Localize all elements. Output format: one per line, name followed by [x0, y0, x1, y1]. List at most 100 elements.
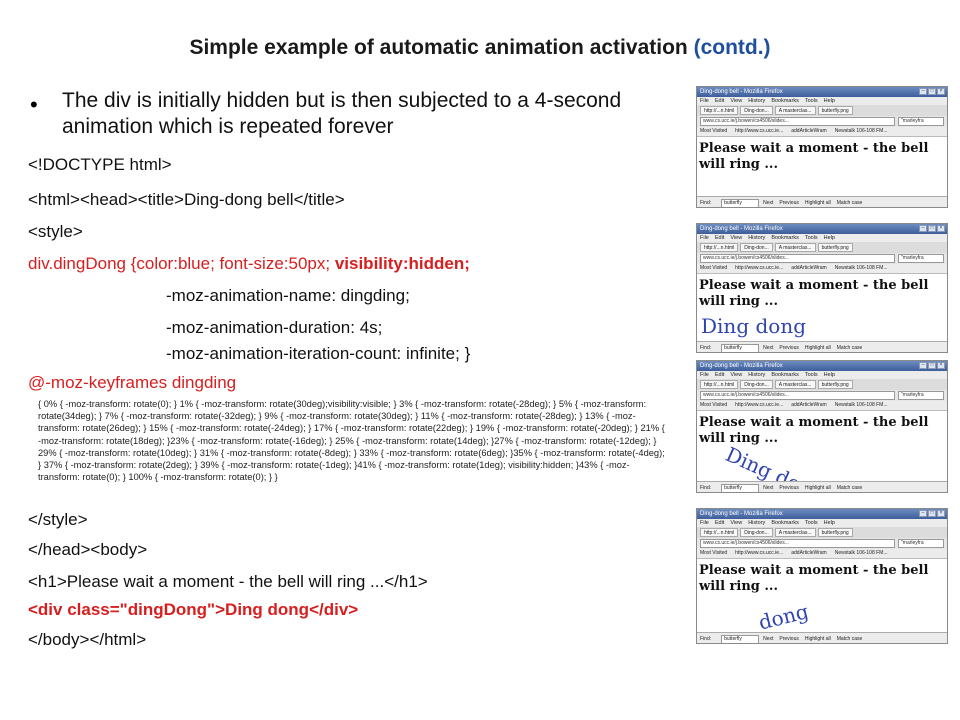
tab[interactable]: Ding-don... [740, 380, 773, 389]
close-icon[interactable]: × [937, 88, 945, 95]
code-line-style-open: <style> [28, 222, 83, 241]
maximize-icon[interactable]: □ [928, 88, 936, 95]
browser-titlebar: Ding-dong bell - Mozilla Firefox –□× [697, 87, 947, 97]
close-icon[interactable]: × [937, 510, 945, 517]
search-input[interactable]: "marleyfra [898, 254, 944, 263]
tab[interactable]: Ding-don... [740, 528, 773, 537]
code-line-div: <div class="dingDong">Ding dong</div> [28, 600, 359, 619]
code-div-rule-text: div.dingDong {color:blue; font-size:50px… [28, 254, 331, 273]
browser-urlbar: www.cs.ucc.ie/j.bowen/cs4506/slides..."m… [697, 538, 947, 549]
page-heading: Please wait a moment - the bell will rin… [699, 278, 929, 309]
tab[interactable]: Ding-don... [740, 243, 773, 252]
browser-urlbar: www.cs.ucc.ie/j.bowen/cs4506/slides..."m… [697, 390, 947, 401]
code-keyframes-body: { 0% { -moz-transform: rotate(0); } 1% {… [38, 399, 665, 483]
browser-screenshot-4: Ding-dong bell - Mozilla Firefox –□× Fil… [696, 508, 948, 644]
search-input[interactable]: "marleyfra [898, 391, 944, 400]
url-input[interactable]: www.cs.ucc.ie/j.bowen/cs4506/slides... [700, 254, 895, 263]
code-line-doctype: <!DOCTYPE html> [28, 155, 172, 174]
minimize-icon[interactable]: – [919, 362, 927, 369]
page-content: Please wait a moment - the bell will rin… [697, 411, 947, 481]
browser-urlbar: www.cs.ucc.ie/j.bowen/cs4506/slides..."m… [697, 253, 947, 264]
page-heading: Please wait a moment - the bell will rin… [699, 415, 929, 446]
code-visibility-hidden: visibility:hidden; [334, 254, 470, 273]
maximize-icon[interactable]: □ [928, 362, 936, 369]
code-line-body-close: </body></html> [28, 630, 147, 649]
tab[interactable]: Ding-don... [740, 106, 773, 115]
code-line-div-rule: div.dingDong {color:blue; font-size:50px… [28, 254, 470, 274]
code-line-keyframes: @-moz-keyframes dingding [28, 373, 237, 392]
page-content: Please wait a moment - the bell will rin… [697, 137, 947, 196]
code-line-animation-duration: -moz-animation-duration: 4s; [166, 318, 383, 337]
page-content: Please wait a moment - the bell will rin… [697, 274, 947, 341]
ding-dong-text-partial: dong [756, 599, 811, 632]
tab[interactable]: butterfly.png [817, 528, 853, 537]
search-input[interactable]: "marleyfra [898, 539, 944, 548]
browser-screenshot-1: Ding-dong bell - Mozilla Firefox –□× Fil… [696, 86, 948, 208]
maximize-icon[interactable]: □ [928, 510, 936, 517]
tab[interactable]: butterfly.png [817, 106, 853, 115]
code-line-h1: <h1>Please wait a moment - the bell will… [28, 572, 428, 591]
tab[interactable]: butterfly.png [817, 380, 853, 389]
tab[interactable]: http://...n.html [700, 528, 739, 537]
code-line-style-close: </style> [28, 510, 88, 529]
browser-screenshot-3: Ding-dong bell - Mozilla Firefox –□× Fil… [696, 360, 948, 493]
slide-title: Simple example of automatic animation ac… [0, 36, 960, 60]
page-heading: Please wait a moment - the bell will rin… [699, 141, 929, 172]
browser-screenshot-2: Ding-dong bell - Mozilla Firefox –□× Fil… [696, 223, 948, 353]
slide-title-contd: (contd.) [693, 36, 771, 59]
find-input[interactable]: butterfly [721, 634, 760, 643]
bullet-text: The div is initially hidden but is then … [62, 89, 622, 138]
page-content: Please wait a moment - the bell will rin… [697, 559, 947, 632]
browser-titlebar: Ding-dong bell - Mozilla Firefox –□× [697, 361, 947, 371]
url-input[interactable]: www.cs.ucc.ie/j.bowen/cs4506/slides... [700, 117, 895, 126]
bullet-dot: • [30, 92, 38, 117]
tab[interactable]: http://...n.html [700, 106, 739, 115]
minimize-icon[interactable]: – [919, 225, 927, 232]
ding-dong-text: Ding dong [701, 314, 806, 338]
url-input[interactable]: www.cs.ucc.ie/j.bowen/cs4506/slides... [700, 391, 895, 400]
code-line-animation-iteration: -moz-animation-iteration-count: infinite… [166, 344, 471, 363]
find-input[interactable]: butterfly [721, 483, 760, 492]
page-heading: Please wait a moment - the bell will rin… [699, 563, 929, 594]
browser-titlebar: Ding-dong bell - Mozilla Firefox –□× [697, 224, 947, 234]
tab[interactable]: butterfly.png [817, 243, 853, 252]
tab[interactable]: A masterclas... [774, 380, 816, 389]
tab[interactable]: A masterclas... [774, 106, 816, 115]
code-line-head-body: </head><body> [28, 540, 148, 559]
close-icon[interactable]: × [937, 362, 945, 369]
minimize-icon[interactable]: – [919, 510, 927, 517]
browser-titlebar: Ding-dong bell - Mozilla Firefox –□× [697, 509, 947, 519]
code-line-html-head: <html><head><title>Ding-dong bell</title… [28, 190, 345, 209]
tab[interactable]: http://...n.html [700, 243, 739, 252]
search-input[interactable]: "marleyfra [898, 117, 944, 126]
minimize-icon[interactable]: – [919, 88, 927, 95]
code-line-animation-name: -moz-animation-name: dingding; [166, 286, 410, 305]
close-icon[interactable]: × [937, 225, 945, 232]
find-input[interactable]: butterfly [721, 343, 760, 352]
tab[interactable]: http://...n.html [700, 380, 739, 389]
url-input[interactable]: www.cs.ucc.ie/j.bowen/cs4506/slides... [700, 539, 895, 548]
ding-dong-text-rotated: Ding dong [722, 442, 828, 481]
tab[interactable]: A masterclas... [774, 528, 816, 537]
maximize-icon[interactable]: □ [928, 225, 936, 232]
browser-urlbar: www.cs.ucc.ie/j.bowen/cs4506/slides..."m… [697, 116, 947, 127]
slide-title-main: Simple example of automatic animation ac… [189, 36, 688, 59]
find-input[interactable]: butterfly [721, 198, 760, 207]
tab[interactable]: A masterclas... [774, 243, 816, 252]
